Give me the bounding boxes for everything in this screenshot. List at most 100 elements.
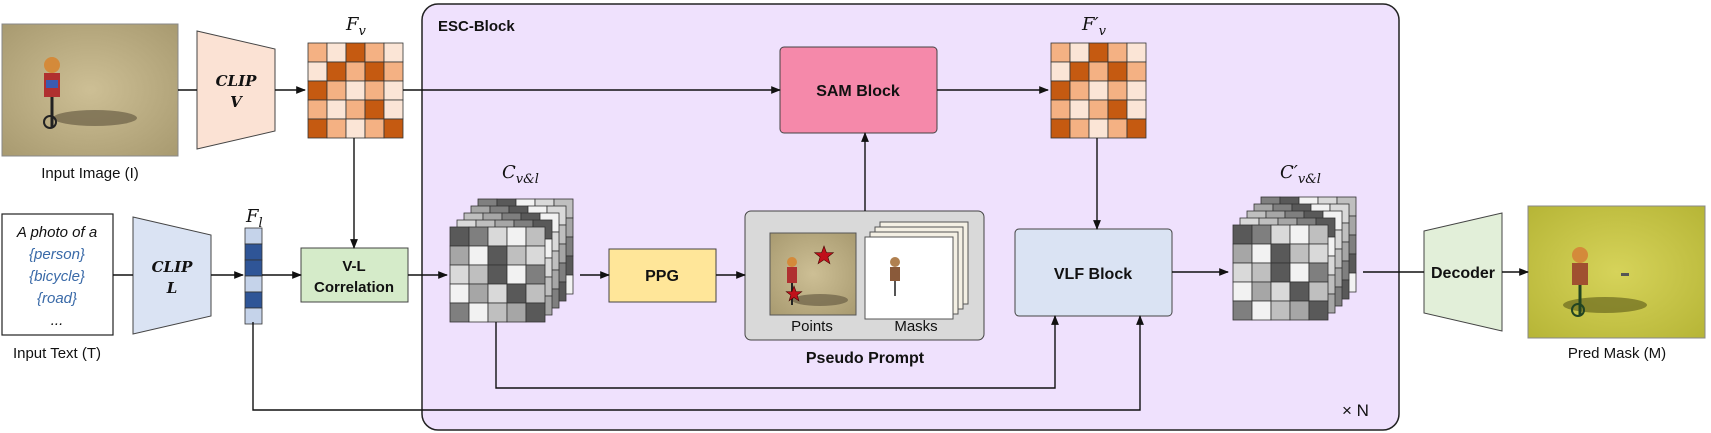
correlation-cell <box>487 264 508 285</box>
feature-cell <box>345 80 366 101</box>
feature-cell <box>326 42 347 63</box>
feature-cell <box>326 80 347 101</box>
correlation-cell <box>525 264 546 285</box>
cvl-prime-label: C′v&l <box>1280 162 1321 187</box>
correlation-cell <box>449 283 470 304</box>
feature-cell <box>326 61 347 82</box>
correlation-cell <box>487 283 508 304</box>
text-embedding-cell <box>244 275 263 293</box>
feature-cell <box>364 80 385 101</box>
feature-cell <box>345 42 366 63</box>
fv-prime-label: F′v <box>1081 14 1107 39</box>
correlation-cell <box>1289 300 1310 321</box>
ppg-label: PPG <box>645 268 679 285</box>
feature-cell <box>307 118 328 139</box>
feature-cell <box>326 99 347 120</box>
correlation-cell <box>1232 262 1253 283</box>
feature-cell <box>1126 118 1147 139</box>
correlation-cell <box>1251 243 1272 264</box>
input-text-line1: A photo of a <box>16 224 97 241</box>
correlation-cell <box>506 283 527 304</box>
sam-label: SAM Block <box>816 83 900 100</box>
correlation-cell <box>525 283 546 304</box>
clip-v-line1: CLIP <box>216 72 258 90</box>
correlation-cell <box>449 245 470 266</box>
correlation-cell <box>506 264 527 285</box>
feature-cell <box>1069 118 1090 139</box>
feature-cell <box>1069 61 1090 82</box>
decoder-label: Decoder <box>1431 265 1495 282</box>
feature-cell <box>1050 42 1071 63</box>
input-text-box <box>1 213 114 336</box>
class-person: {person} <box>29 246 85 263</box>
correlation-cell <box>1270 262 1291 283</box>
feature-cell <box>1088 118 1109 139</box>
correlation-cell <box>468 226 489 247</box>
correlation-cell <box>525 302 546 323</box>
text-embedding-cell <box>244 291 263 309</box>
correlation-cell <box>1270 243 1291 264</box>
class-road: {road} <box>37 290 77 307</box>
feature-cell <box>364 118 385 139</box>
feature-cell <box>1088 99 1109 120</box>
feature-cell <box>1107 42 1128 63</box>
point-star-icon <box>785 285 803 302</box>
feature-cell <box>1050 61 1071 82</box>
feature-cell <box>383 61 404 82</box>
correlation-cell <box>468 245 489 266</box>
feature-cell <box>383 80 404 101</box>
point-star-icon <box>813 245 835 265</box>
correlation-cell <box>1270 300 1291 321</box>
ppg-block <box>608 248 717 303</box>
feature-cell <box>1050 99 1071 120</box>
cvl-correlation-stack <box>449 198 574 323</box>
masks-label: Masks <box>894 318 937 335</box>
feature-cell <box>364 61 385 82</box>
feature-cell <box>383 42 404 63</box>
clip-v-line2: V <box>230 93 243 111</box>
feature-cell <box>364 99 385 120</box>
feature-cell <box>1107 80 1128 101</box>
clip-l-line2: L <box>166 279 178 297</box>
feature-cell <box>307 80 328 101</box>
correlation-cell <box>1308 262 1329 283</box>
class-bicycle: {bicycle} <box>29 268 85 285</box>
input-image-caption: Input Image (I) <box>41 165 139 182</box>
correlation-cell <box>487 302 508 323</box>
clip-l-encoder <box>132 216 212 335</box>
correlation-cell <box>1232 243 1253 264</box>
feature-cell <box>1069 80 1090 101</box>
correlation-cell <box>468 264 489 285</box>
feature-cell <box>1107 99 1128 120</box>
correlation-cell <box>1251 224 1272 245</box>
correlation-cell <box>449 226 470 247</box>
correlation-cell <box>506 226 527 247</box>
connectors <box>113 86 1529 411</box>
feature-cell <box>1107 61 1128 82</box>
correlation-cell <box>487 245 508 266</box>
feature-cell <box>1050 118 1071 139</box>
feature-cell <box>364 42 385 63</box>
correlation-cell <box>487 226 508 247</box>
clip-l-line1: CLIP <box>152 258 194 276</box>
correlation-cell <box>1308 243 1329 264</box>
text-embedding-cell <box>244 243 263 261</box>
input-text-ellipsis: ... <box>51 312 64 329</box>
fv-prime-feature-grid <box>1050 42 1147 139</box>
vlf-label: VLF Block <box>1054 266 1132 283</box>
correlation-cell <box>1289 281 1310 302</box>
correlation-cell <box>1232 300 1253 321</box>
feature-cell <box>1107 118 1128 139</box>
feature-cell <box>345 99 366 120</box>
feature-cell <box>307 42 328 63</box>
correlation-cell <box>1232 224 1253 245</box>
correlation-cell <box>468 283 489 304</box>
correlation-cell <box>1289 243 1310 264</box>
feature-cell <box>1088 61 1109 82</box>
correlation-cell <box>1270 224 1291 245</box>
feature-cell <box>1126 61 1147 82</box>
correlation-cell <box>1232 281 1253 302</box>
esc-block-title: ESC-Block <box>438 18 515 35</box>
correlation-cell <box>1289 262 1310 283</box>
